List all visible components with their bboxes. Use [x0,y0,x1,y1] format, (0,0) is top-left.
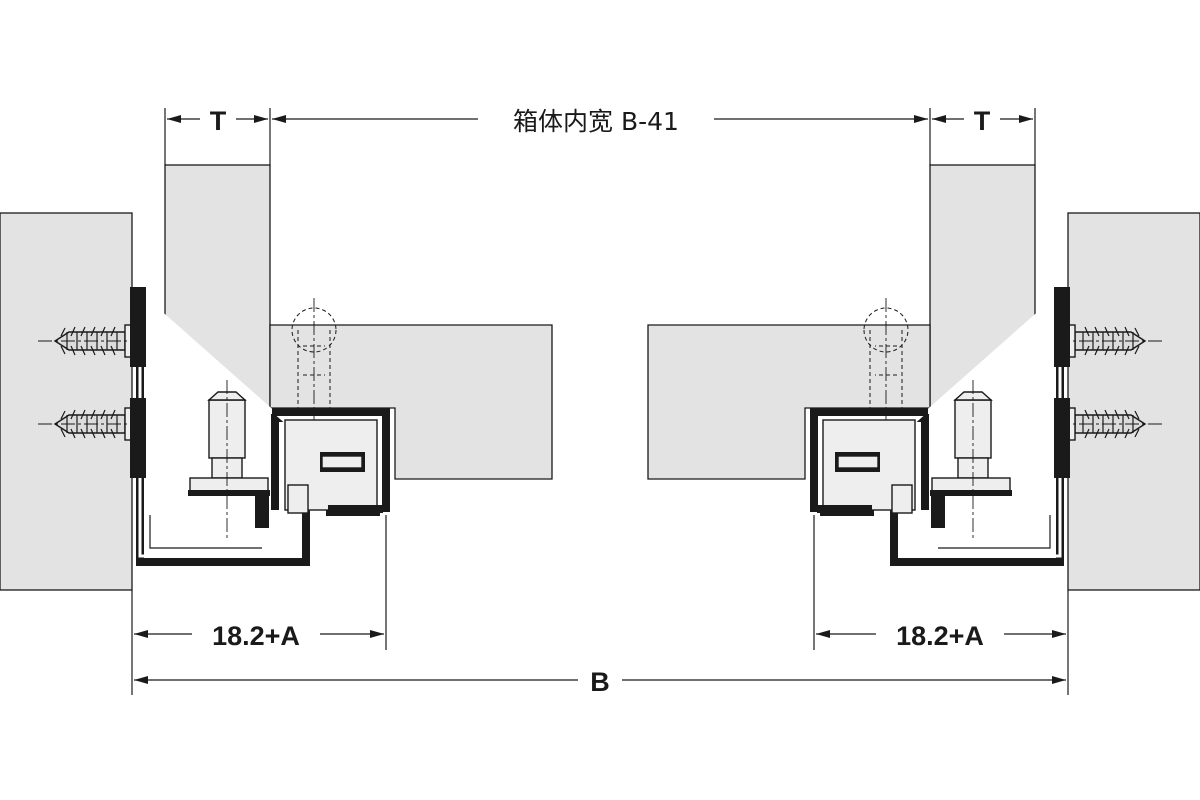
label-offset-left: 18.2+A [212,621,300,651]
label-b-total: B [590,667,610,697]
label-t-right: T [974,106,991,136]
label-t-left: T [210,106,227,136]
right-slide-assembly [648,108,1200,695]
left-slide-assembly [0,108,552,695]
label-offset-right: 18.2+A [896,621,984,651]
label-inner-width: 箱体内宽 B-41 [513,107,679,136]
